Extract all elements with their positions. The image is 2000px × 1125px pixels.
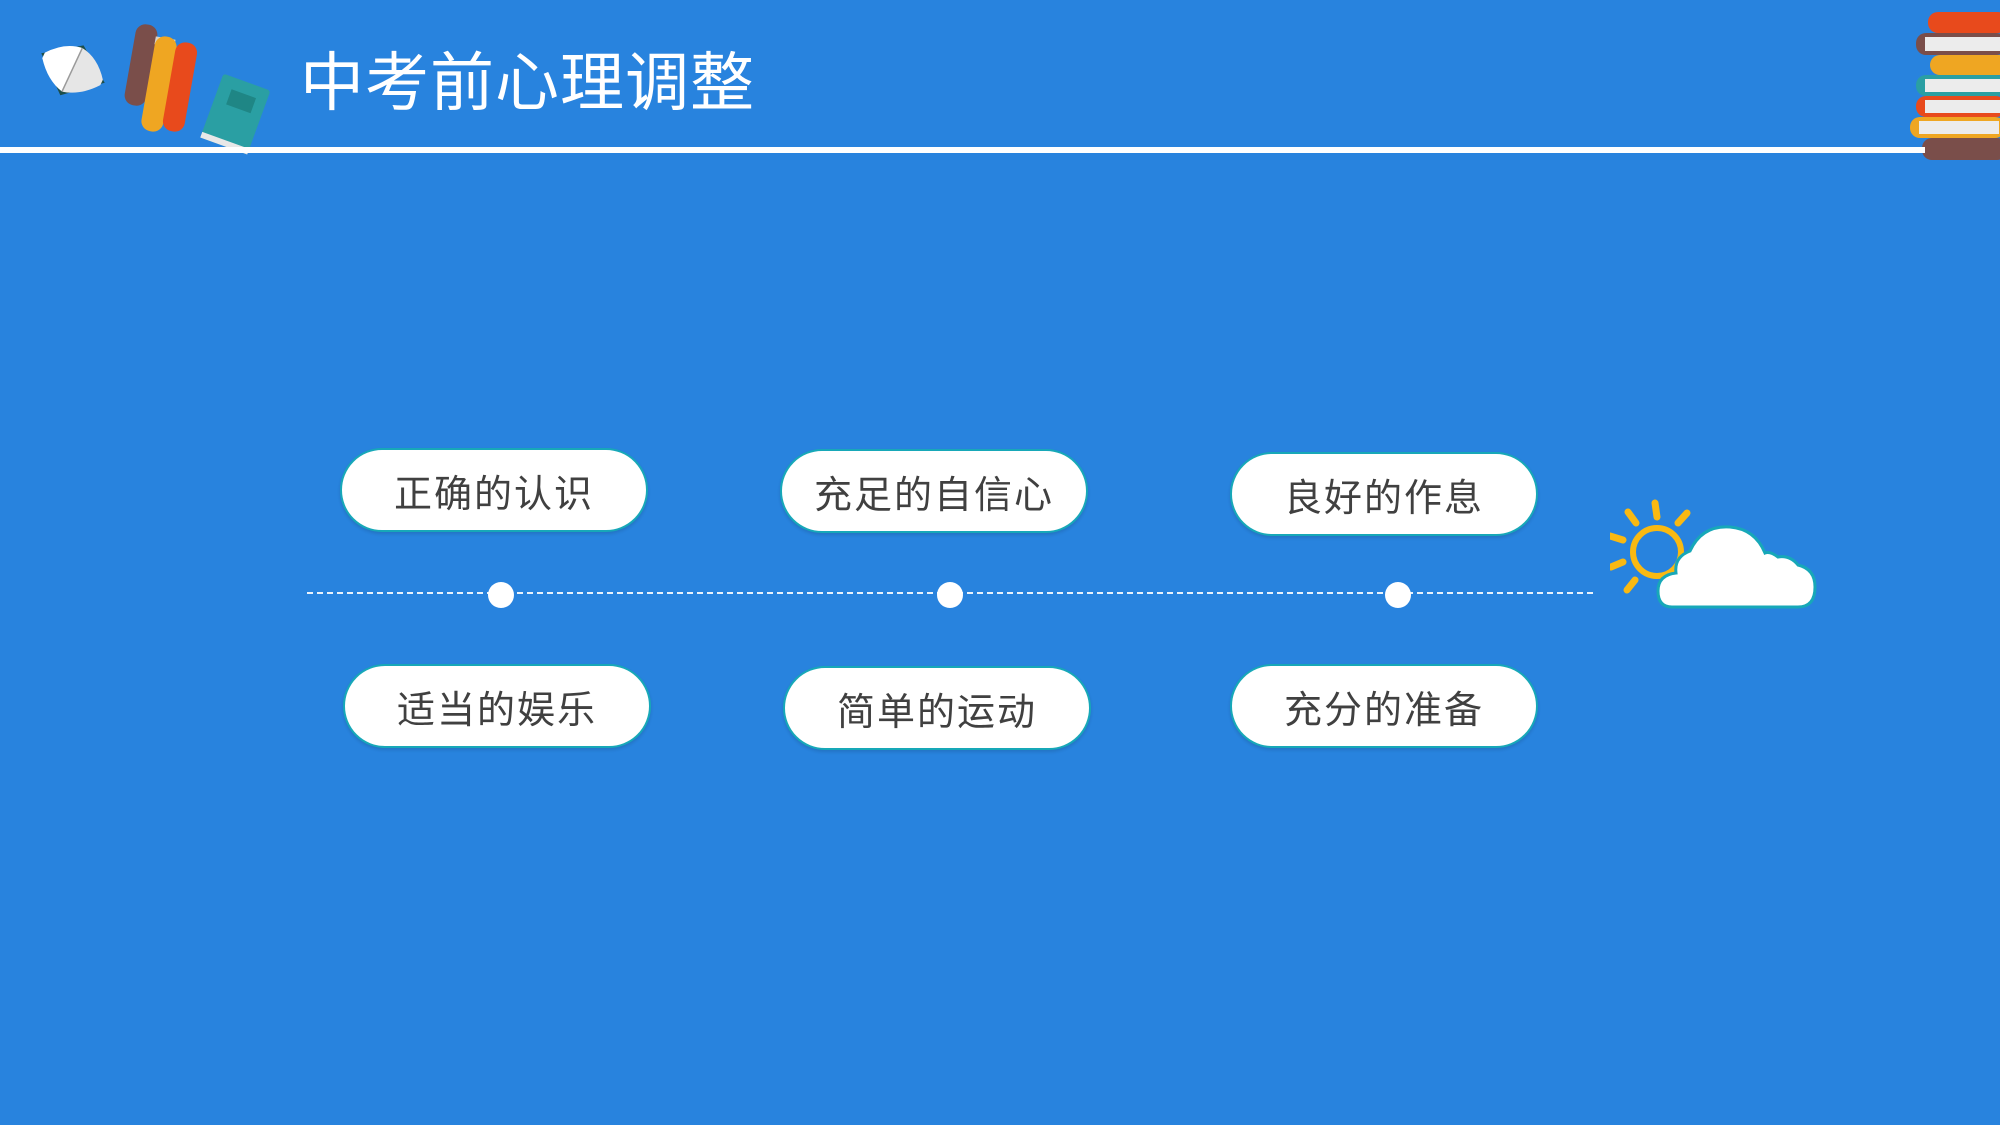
- sun-icon: [1610, 499, 1691, 594]
- teal-book-icon: [200, 74, 270, 155]
- item-good-routine: 良好的作息: [1230, 452, 1538, 536]
- timeline-dot: [1385, 582, 1411, 608]
- books-decoration-icon: [41, 24, 270, 155]
- item-label: 简单的运动: [836, 689, 1037, 734]
- standing-books-icon: [124, 24, 198, 132]
- header-divider: [0, 147, 1925, 153]
- item-full-preparation: 充分的准备: [1230, 664, 1538, 748]
- item-label: 良好的作息: [1283, 475, 1484, 520]
- item-self-confidence: 充足的自信心: [780, 449, 1088, 533]
- cloud-icon: [1656, 525, 1817, 609]
- item-label: 充足的自信心: [813, 472, 1054, 517]
- item-proper-entertainment: 适当的娱乐: [343, 664, 651, 748]
- item-label: 正确的认识: [393, 471, 594, 516]
- book-stack-icon: [1910, 12, 2000, 160]
- item-label: 充分的准备: [1283, 687, 1484, 732]
- item-simple-exercise: 简单的运动: [783, 666, 1091, 750]
- weather-decoration: [1610, 499, 1817, 609]
- page-title: 中考前心理调整: [300, 47, 755, 121]
- open-book-icon: [41, 45, 105, 96]
- timeline-dot: [937, 582, 963, 608]
- item-correct-understanding: 正确的认识: [340, 448, 648, 532]
- item-label: 适当的娱乐: [396, 687, 597, 732]
- timeline-dot: [488, 582, 514, 608]
